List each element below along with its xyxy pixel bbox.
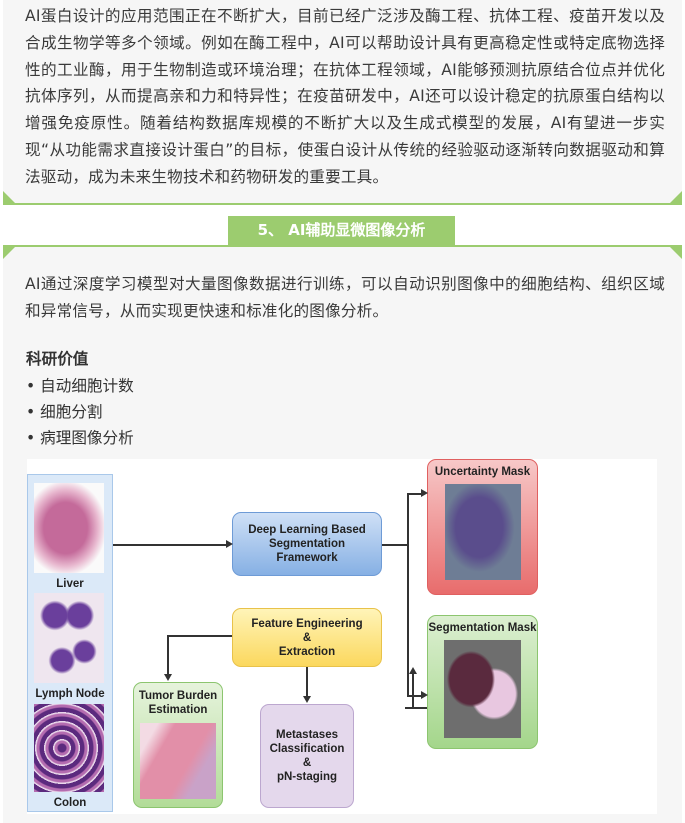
bullet-item: • 细胞分割 [26,403,103,421]
section-panel-protein-design: AI蛋白设计的应用范围正在不断扩大，目前已经广泛涉及酶工程、抗体工程、疫苗开发以… [3,0,682,205]
segmentation-pipeline-figure: Liver Lymph Node Colon Deep Learning Bas… [27,459,657,814]
research-value-title: 科研价值 [26,350,89,368]
connector-line [167,635,169,675]
box-line: & [302,631,312,644]
box-line: Feature Engineering [251,617,363,630]
liver-label: Liver [56,578,84,590]
tumor-burden-box: Tumor Burden Estimation [133,682,223,808]
connector-line [407,493,409,696]
colon-slide-image [34,704,104,792]
arrow-head [163,674,172,681]
connector-line [407,493,421,495]
box-line: Estimation [148,704,208,716]
deep-learning-box: Deep Learning Based Segmentation Framewo… [232,512,382,576]
feature-engineering-box: Feature Engineering & Extraction [232,608,382,667]
tumor-burden-image [140,723,216,799]
box-line: Metastases [275,729,338,741]
arrow-head [421,489,428,497]
box-title: Segmentation Mask [428,622,537,634]
lymph-node-label: Lymph Node [35,688,105,700]
connector-line [306,667,308,697]
segmentation-mask-image [444,640,521,738]
box-line: Segmentation [268,538,346,550]
connector-line [113,544,226,546]
box-line: Extraction [278,645,336,658]
box-line: Tumor Burden [138,690,218,702]
connector-line [167,635,232,637]
arrow-head [421,691,428,699]
uncertainty-mask-image [444,484,521,580]
metastases-box: Metastases Classification & pN-staging [260,704,354,808]
lymph-node-slide-image [34,593,104,683]
arrow-head [302,696,311,703]
box-line: & [302,757,312,769]
box-line: Classification [269,743,345,755]
paragraph-microscopy: AI通过深度学习模型对大量图像数据进行训练，可以自动识别图像中的细胞结构、组织区… [25,275,665,320]
section-heading: 5、 AI辅助显微图像分析 [228,216,455,245]
liver-slide-image [34,483,104,573]
connector-line [407,695,421,697]
connector-line [412,707,427,709]
corner-decoration [670,191,682,203]
bullet-item: • 病理图像分析 [26,429,134,447]
arrow-head [226,540,233,548]
segmentation-mask-box: Segmentation Mask [427,615,538,749]
box-line: pN-staging [276,771,338,783]
arrow-head [408,667,417,674]
input-slides-panel: Liver Lymph Node Colon [27,474,113,812]
corner-decoration [3,191,15,203]
connector-line [382,544,407,546]
bullet-item: • 自动细胞计数 [26,377,134,395]
corner-decoration [3,247,15,259]
box-title: Uncertainty Mask [434,466,531,478]
box-line: Framework [276,552,338,564]
uncertainty-mask-box: Uncertainty Mask [427,459,538,595]
corner-decoration [670,247,682,259]
connector-line [412,674,414,708]
box-line: Deep Learning Based [248,524,366,536]
paragraph-protein-design: AI蛋白设计的应用范围正在不断扩大，目前已经广泛涉及酶工程、抗体工程、疫苗开发以… [25,7,665,186]
colon-label: Colon [53,797,87,809]
